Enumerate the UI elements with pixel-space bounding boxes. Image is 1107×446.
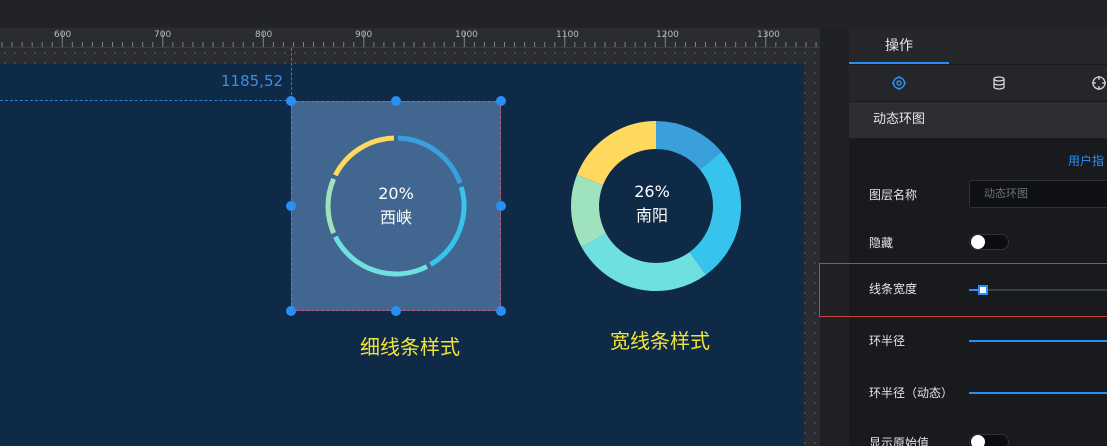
layer-name-input[interactable]: 动态环图 (969, 180, 1107, 208)
horizontal-ruler: 600 700 800 900 1000 1100 1200 1300 (0, 28, 820, 48)
chart-center-label: 26% 南阳 (612, 180, 692, 228)
field-ring-radius-dynamic: 环半径（动态） (849, 384, 1107, 404)
user-guide-link[interactable]: 用户指 (1068, 154, 1105, 168)
properties-panel: 操作 动态环图 用户指 图层名称 动态环图 隐藏 (849, 28, 1107, 446)
ring-radius-dynamic-slider[interactable] (969, 392, 1107, 394)
chart-caption: 宽线条样式 (610, 329, 710, 353)
hidden-toggle[interactable] (969, 234, 1009, 250)
donut-slice[interactable] (325, 177, 336, 235)
donut-slice[interactable] (429, 186, 467, 267)
line-width-slider-thumb[interactable] (978, 285, 988, 295)
resize-handle-top-right[interactable] (496, 96, 506, 106)
ring-radius-slider[interactable] (969, 340, 1107, 342)
donut-slice[interactable] (576, 121, 657, 186)
donut-slice[interactable] (689, 151, 741, 275)
ruler-label: 1200 (656, 30, 679, 40)
donut-slice[interactable] (571, 174, 607, 247)
ruler-label: 600 (54, 30, 72, 40)
resize-handle-top[interactable] (391, 96, 401, 106)
donut-chart-wide[interactable] (566, 116, 746, 296)
field-show-raw: 显示原始值 (849, 432, 1107, 446)
resize-handle-bottom-right[interactable] (496, 306, 506, 316)
donut-slice[interactable] (397, 135, 463, 184)
ruler-ticks (1, 32, 817, 47)
donut-chart-thin[interactable] (316, 126, 476, 286)
coordinate-readout: 1185,52 (221, 72, 284, 90)
donut-slice[interactable] (333, 135, 395, 177)
show-raw-toggle[interactable] (969, 434, 1009, 446)
chart-center-value: 26% (634, 182, 670, 201)
donut-slice[interactable] (333, 235, 429, 277)
chart-caption: 细线条样式 (360, 335, 460, 359)
field-highlight (819, 263, 1107, 317)
ruler-label: 700 (154, 30, 172, 40)
donut-slice[interactable] (655, 121, 722, 171)
guide-line-horizontal (0, 100, 292, 101)
resize-handle-bottom[interactable] (391, 306, 401, 316)
donut-slice[interactable] (581, 232, 706, 291)
settings-icon[interactable] (849, 65, 949, 101)
tab-operation[interactable]: 操作 (885, 38, 913, 54)
field-label: 图层名称 (869, 188, 918, 202)
field-label: 环半径 (869, 334, 906, 348)
field-hidden: 隐藏 (849, 232, 1107, 252)
resize-handle-top-left[interactable] (286, 96, 296, 106)
panel-icon-tabs (849, 65, 1107, 101)
field-line-width: 线条宽度 (849, 280, 1107, 300)
resize-handle-right[interactable] (496, 201, 506, 211)
tab-active-indicator (849, 62, 949, 64)
ruler-label: 1300 (757, 30, 780, 40)
ruler-label: 900 (355, 30, 373, 40)
line-width-slider-track[interactable] (969, 289, 1107, 291)
section-title: 动态环图 (872, 112, 925, 127)
resize-handle-left[interactable] (286, 201, 296, 211)
chart-center-name: 西峡 (379, 208, 412, 227)
guide-line-vertical (291, 48, 292, 100)
chart-center-name: 南阳 (635, 206, 668, 225)
line-width-slider-fill (969, 289, 983, 291)
field-label: 隐藏 (869, 236, 894, 250)
top-bar (0, 0, 1107, 28)
ruler-label: 1100 (556, 30, 579, 40)
panel-tabs: 操作 (849, 28, 1107, 64)
toggle-knob (971, 435, 985, 446)
resize-handle-bottom-left[interactable] (286, 306, 296, 316)
field-label: 环半径（动态） (869, 386, 954, 400)
database-icon[interactable] (949, 65, 1049, 101)
field-label: 线条宽度 (869, 282, 918, 296)
chart-center-label: 20% 西峡 (356, 182, 436, 230)
ruler-label: 1000 (455, 30, 478, 40)
field-ring-radius: 环半径 (849, 332, 1107, 352)
section-header: 动态环图 (849, 102, 1107, 138)
field-layer-name: 图层名称 动态环图 (849, 180, 1107, 208)
toggle-knob (971, 235, 985, 249)
chart-center-value: 20% (378, 184, 414, 203)
ruler-label: 800 (255, 30, 273, 40)
target-icon[interactable] (1049, 65, 1107, 101)
field-label: 显示原始值 (869, 436, 930, 446)
